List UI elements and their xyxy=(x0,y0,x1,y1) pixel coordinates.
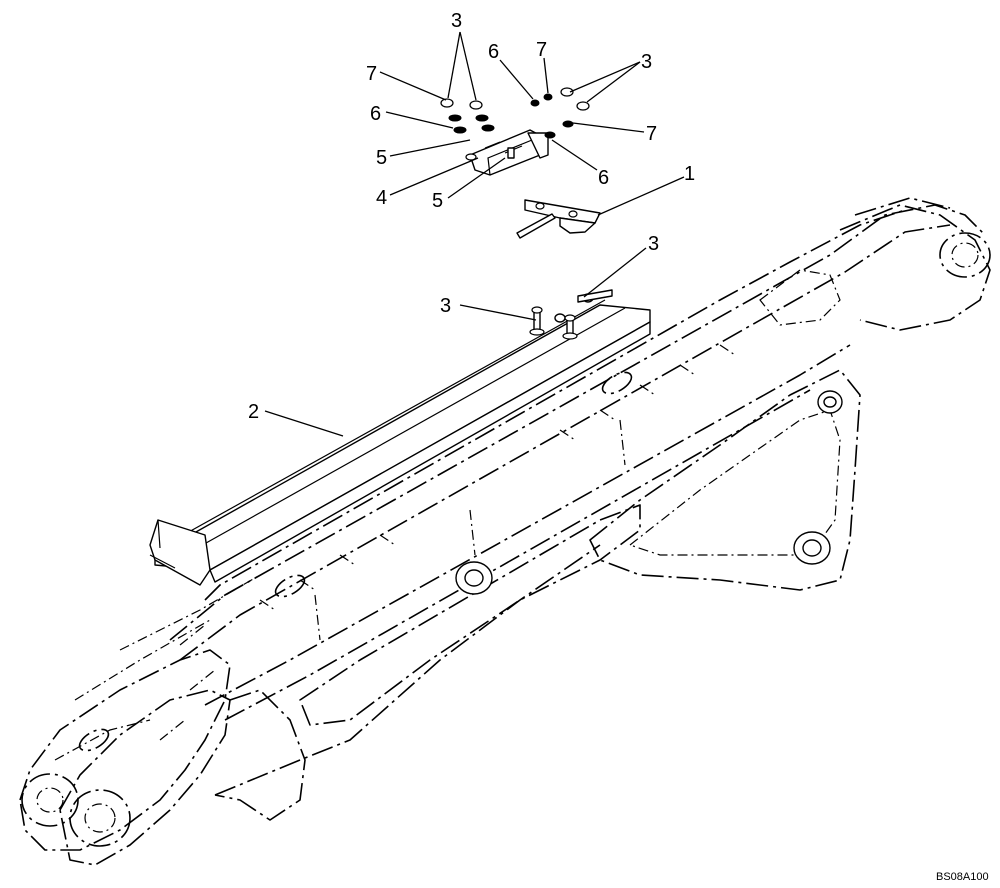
callout-6: 6 xyxy=(488,41,499,63)
callout-1: 1 xyxy=(684,163,695,185)
callout-7: 7 xyxy=(536,39,547,61)
callout-3: 3 xyxy=(641,51,652,73)
hardware-right xyxy=(530,87,590,139)
callout-3: 3 xyxy=(451,10,462,32)
callout-5: 5 xyxy=(376,147,387,169)
arm-pin-bores xyxy=(21,232,991,847)
leader-lines xyxy=(264,31,685,437)
callouts: 3 7 6 5 4 5 6 7 3 7 6 1 3 3 2 xyxy=(248,10,695,423)
callout-6: 6 xyxy=(598,167,609,189)
callout-3: 3 xyxy=(648,233,659,255)
drawing-code: BS08A100 xyxy=(936,871,989,883)
callout-7: 7 xyxy=(646,123,657,145)
callout-7: 7 xyxy=(366,63,377,85)
hardware-left xyxy=(440,98,495,161)
callout-2: 2 xyxy=(248,401,259,423)
callout-5: 5 xyxy=(432,190,443,212)
callout-3: 3 xyxy=(440,295,451,317)
bracket-part-1 xyxy=(516,199,601,239)
loader-arm-phantom xyxy=(19,197,991,866)
callout-6: 6 xyxy=(370,103,381,125)
studs-part-3-lower xyxy=(529,289,613,340)
callout-4: 4 xyxy=(376,187,387,209)
clamp-part-4-5 xyxy=(469,129,549,176)
channel-part-2 xyxy=(149,293,651,586)
